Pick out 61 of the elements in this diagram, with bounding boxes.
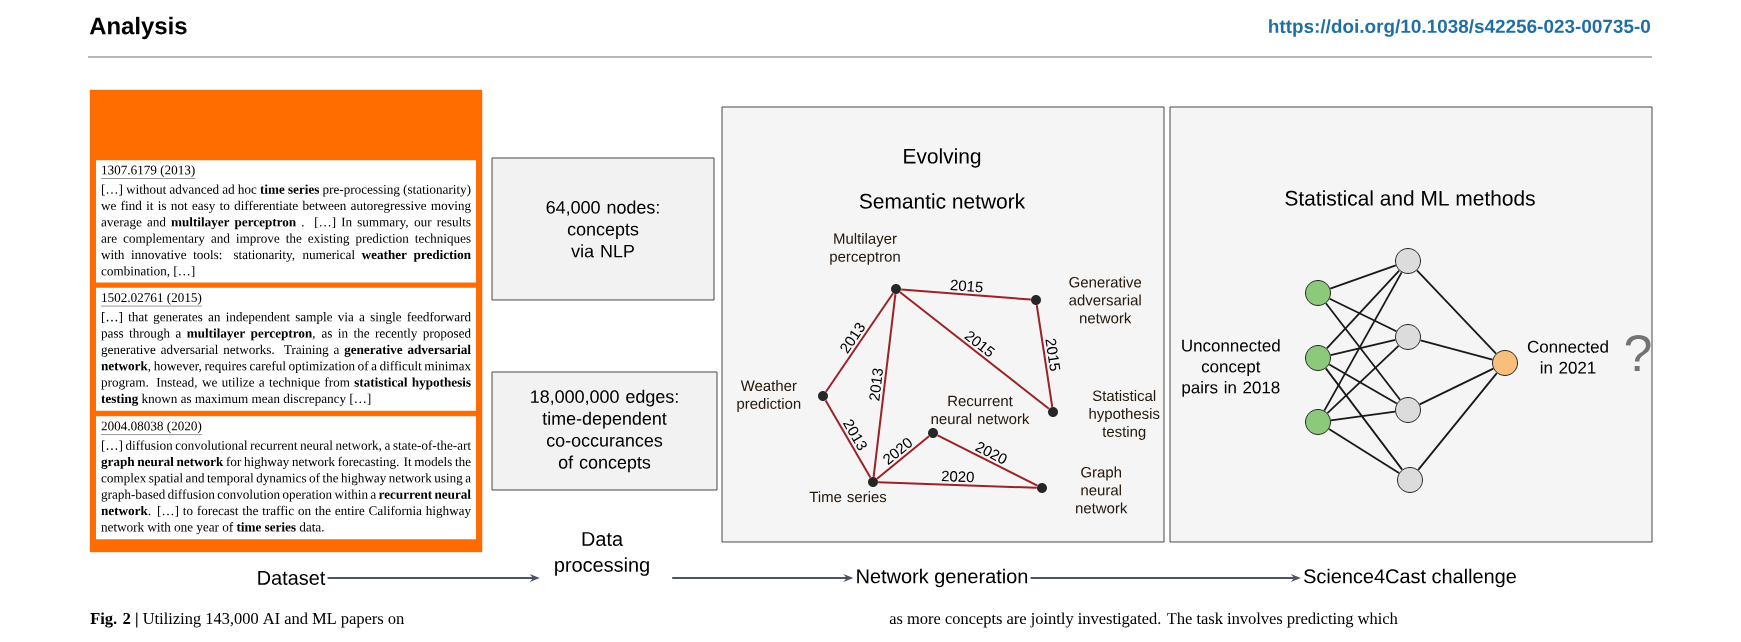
neuron xyxy=(1305,409,1331,435)
node-label: Graph neural network xyxy=(1076,466,1128,514)
edge-label: 2015 xyxy=(1045,338,1061,371)
info-box: 64,000 nodes: concepts via NLP xyxy=(491,157,715,301)
node-label: Time series xyxy=(809,491,887,503)
excerpt-card: 1307.6179 (2013) […] without advanced ad hoc time series pre-processing (stationarity) we find it is not easy to differentiate between autoregressive moving average and multilayer perceptron . […] In summary, our results are complementary and improve the existing prediction techniques with innovative tools: stationarity, numerical weather prediction combination, […] xyxy=(96,160,476,283)
panel-title: Evolving xyxy=(904,148,981,168)
panel-title: Semantic network xyxy=(859,193,1026,209)
neuron xyxy=(1395,324,1421,350)
neuron xyxy=(1397,467,1423,493)
connection-line xyxy=(1325,302,1401,401)
doi-link: https://doi.org/10.1038/s42256-023-00735-0 xyxy=(1269,19,1650,37)
edge-label: 2020 xyxy=(974,442,1007,464)
panel-title: Statistical and ML methods xyxy=(1285,190,1535,206)
stage-label: Network generation xyxy=(857,568,1028,588)
connection-line xyxy=(899,291,1050,410)
connection-line xyxy=(900,288,1032,301)
excerpt-card: 1502.02761 (2015) […] that generates an independent sample via a single feedforward pass through a multilayer perceptron, as in the recently proposed generative adversarial networks. Training a generative adversarial network, however, requires careful optimization of a difficult minimax program. Instead, we utilize a technique from statistical hypothesis testing known as maximum mean discrepancy […] xyxy=(96,287,476,411)
connection-line xyxy=(876,435,930,480)
stage-label: Science4Cast challenge xyxy=(1304,568,1516,588)
connection-line xyxy=(1328,428,1400,474)
node-label: Recurrent neural network xyxy=(931,395,1030,425)
node-label: Multilayer perceptron xyxy=(830,232,900,265)
connection-line xyxy=(1328,297,1398,333)
connection-line xyxy=(936,434,1039,487)
node-label: Statistical hypothesis testing xyxy=(1089,390,1160,440)
connection-line xyxy=(1418,367,1495,406)
connection-line xyxy=(877,481,1038,489)
connection-line xyxy=(1419,339,1494,361)
section-heading: Analysis xyxy=(89,16,187,40)
connection-line xyxy=(872,293,897,478)
question-mark: ? xyxy=(1625,334,1651,372)
connection-line xyxy=(1417,372,1498,471)
node-label: Unconnected concept pairs in 2018 xyxy=(1182,339,1280,397)
neuron xyxy=(1305,280,1331,306)
stage-label: Dataset xyxy=(258,571,326,585)
node-label: Connected in 2021 xyxy=(1527,340,1608,374)
connection-line xyxy=(1325,269,1401,350)
neuron xyxy=(1395,397,1421,423)
connection-line xyxy=(1329,339,1397,356)
neuron xyxy=(1395,248,1421,274)
caption-text: as more concepts are jointly investigated. The task involves predicting which xyxy=(889,612,1398,628)
connection-line xyxy=(1330,410,1396,422)
excerpt-card: 2004.08038 (2020) […] diffusion convolutional recurrent neural network, a state-of-the-art graph neural network for highway network forecasting. It models the complex spatial and temporal dynamics of the highway network using a graph-based diffusion convolution operation within a recurrent neural network. […] to forecast the traffic on the entire California highway network with one year of time series data. xyxy=(96,416,476,540)
edge-label: 2015 xyxy=(950,279,983,293)
stage-label: Data processing xyxy=(555,532,649,576)
edge-label: 2020 xyxy=(941,470,974,483)
connection-line xyxy=(1326,345,1400,414)
edge-label: 2013 xyxy=(869,368,883,401)
info-box: 18,000,000 edges: time-dependent co-occurances of concepts xyxy=(491,371,718,491)
connection-line xyxy=(1324,367,1404,471)
connection-line xyxy=(1035,304,1054,408)
connection-line xyxy=(1323,271,1403,412)
node-label: Weather prediction xyxy=(737,380,801,412)
connection-line xyxy=(824,399,872,479)
connection-line xyxy=(1416,269,1497,355)
connection-line xyxy=(1329,264,1397,290)
caption-text: Fig. 2 | Utilizing 143,000 AI and ML papers on xyxy=(90,612,405,628)
connection-line xyxy=(1328,363,1398,405)
node-label: Generative adversarial network xyxy=(1069,276,1142,324)
connection-line xyxy=(824,292,895,393)
